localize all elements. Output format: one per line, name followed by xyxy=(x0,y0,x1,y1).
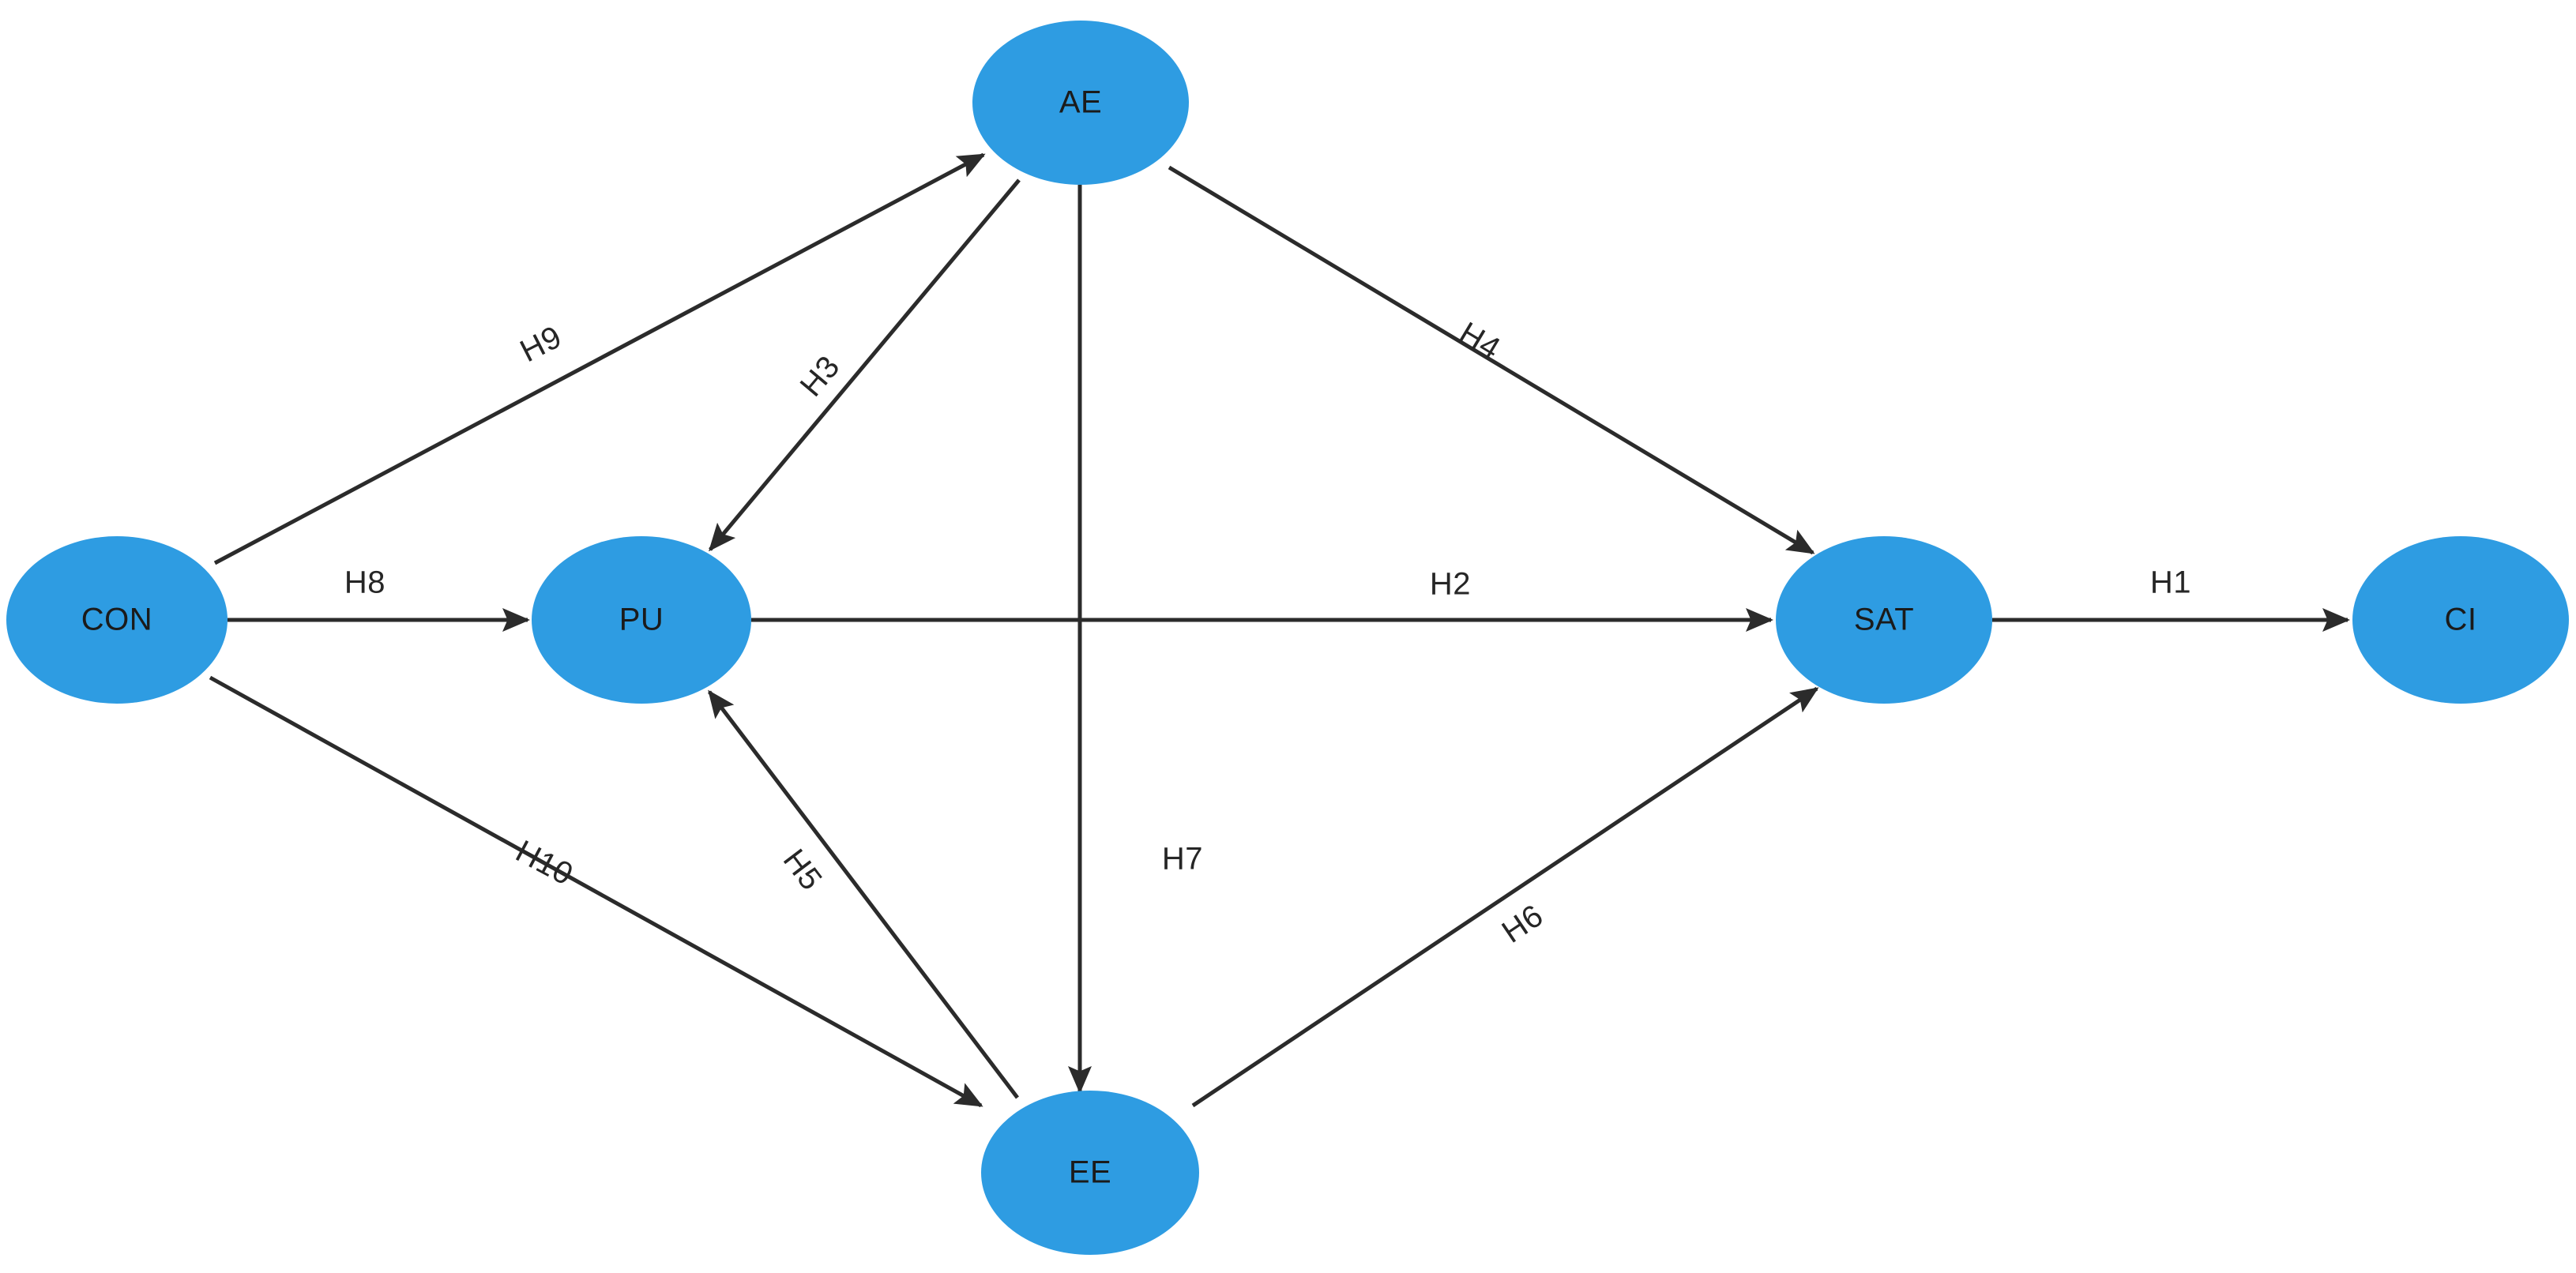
node-ee-ellipse[interactable] xyxy=(981,1091,1199,1255)
node-ae-ellipse[interactable] xyxy=(972,21,1189,185)
edges-layer xyxy=(209,152,2350,1108)
node-ci-ellipse[interactable] xyxy=(2352,536,2569,704)
node-con[interactable]: CON xyxy=(6,536,228,704)
edge-label-h7: H7 xyxy=(1162,842,1203,877)
edge-h9-con-to-ae[interactable] xyxy=(213,152,986,565)
node-sat-ellipse[interactable] xyxy=(1776,536,1992,704)
edge-h6-ee-to-sat[interactable] xyxy=(1191,686,1819,1108)
edge-label-h9: H9 xyxy=(515,319,567,369)
node-pu[interactable]: PU xyxy=(532,536,751,704)
edge-h5-ee-to-pu[interactable] xyxy=(708,689,1019,1099)
edge-h4-ae-to-sat[interactable] xyxy=(1168,165,1815,555)
edge-label-h8: H8 xyxy=(344,565,385,600)
edge-h3-ae-to-pu[interactable] xyxy=(709,178,1021,552)
node-sat[interactable]: SAT xyxy=(1776,536,1992,704)
edge-h10-con-to-ee[interactable] xyxy=(209,675,983,1108)
node-con-ellipse[interactable] xyxy=(6,536,228,704)
node-pu-ellipse[interactable] xyxy=(532,536,751,704)
edge-label-h10: H10 xyxy=(510,834,579,892)
nodes-layer: AE CON PU SAT CI EE xyxy=(6,21,2569,1255)
node-ci-label: CI xyxy=(2445,603,2477,637)
node-ee[interactable]: EE xyxy=(981,1091,1199,1255)
edge-label-h5: H5 xyxy=(777,843,829,896)
edge-label-h4: H4 xyxy=(1453,316,1506,367)
node-ae[interactable]: AE xyxy=(972,21,1189,185)
edge-label-h6: H6 xyxy=(1496,898,1550,950)
node-sat-label: SAT xyxy=(1854,603,1914,637)
edge-label-h1: H1 xyxy=(2150,565,2191,600)
node-ee-label: EE xyxy=(1069,1155,1111,1190)
edge-label-h2: H2 xyxy=(1430,567,1471,602)
node-ci[interactable]: CI xyxy=(2352,536,2569,704)
node-con-label: CON xyxy=(81,603,152,637)
node-pu-label: PU xyxy=(619,603,664,637)
node-ae-label: AE xyxy=(1059,85,1102,120)
